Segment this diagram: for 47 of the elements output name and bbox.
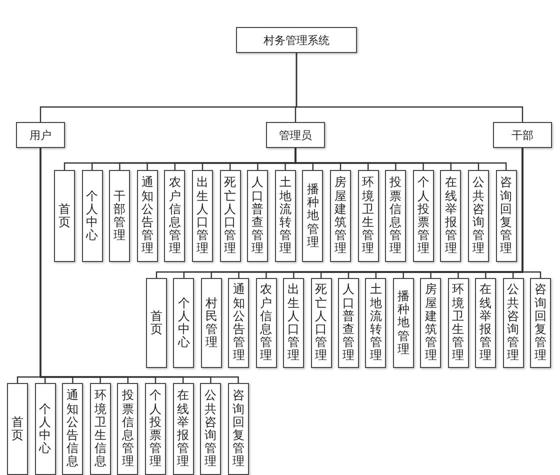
role-box: 干部: [493, 122, 552, 148]
module-box: 环境卫生管理: [448, 278, 469, 368]
module-box: 咨询回复管理: [496, 170, 517, 262]
module-box: 人口普查管理: [338, 278, 359, 368]
module-box: 个人投票管理: [412, 170, 434, 262]
module-box: 房屋建筑管理: [420, 278, 442, 368]
module-box: 个人中心: [173, 278, 194, 368]
module-box: 播种地管理: [302, 170, 324, 262]
module-box: 投票信息管理: [117, 383, 138, 475]
module-box: 首页: [54, 170, 75, 262]
module-box: 农户信息管理: [256, 278, 277, 368]
module-box: 首页: [146, 278, 167, 368]
module-box: 个人中心: [34, 383, 56, 475]
module-box: 通知公告管理: [228, 278, 250, 368]
module-box: 干部管理: [109, 170, 130, 262]
module-box: 公共咨询管理: [200, 383, 222, 475]
module-box: 农户信息管理: [164, 170, 186, 262]
module-box: 出生人口管理: [283, 278, 304, 368]
connector-line: [296, 53, 524, 122]
module-box: 投票信息管理: [385, 170, 406, 262]
module-box: 房屋建筑管理: [330, 170, 351, 262]
module-box: 咨询回复管理: [228, 383, 249, 475]
module-box: 在线举报管理: [475, 278, 496, 368]
module-box: 环境卫生管理: [358, 170, 379, 262]
module-box: 在线举报管理: [172, 383, 194, 475]
module-box: 环境卫生信息: [90, 383, 111, 475]
module-box: 咨询回复管理: [530, 278, 552, 368]
module-box: 死亡人口管理: [220, 170, 241, 262]
module-box: 通知公告信息: [62, 383, 84, 475]
module-box: 首页: [7, 383, 28, 475]
root-box: 村务管理系统: [236, 27, 357, 53]
module-box: 出生人口管理: [192, 170, 213, 262]
role-box: 用户: [16, 122, 65, 148]
connector-line: [522, 148, 542, 278]
module-box: 公共咨询管理: [502, 278, 524, 368]
module-box: 土地流转管理: [274, 170, 296, 262]
module-box: 公共咨询管理: [468, 170, 489, 262]
module-box: 在线举报管理: [440, 170, 462, 262]
module-box: 土地流转管理: [365, 278, 386, 368]
module-box: 死亡人口管理: [310, 278, 332, 368]
module-box: 人口普查管理: [247, 170, 268, 262]
module-box: 个人中心: [82, 170, 103, 262]
module-box: 播种地管理: [392, 278, 414, 368]
module-box: 通知公告管理: [136, 170, 158, 262]
module-box: 个人投票管理: [145, 383, 166, 475]
module-box: 村民管理: [200, 278, 222, 368]
role-box: 管理员: [266, 122, 325, 148]
